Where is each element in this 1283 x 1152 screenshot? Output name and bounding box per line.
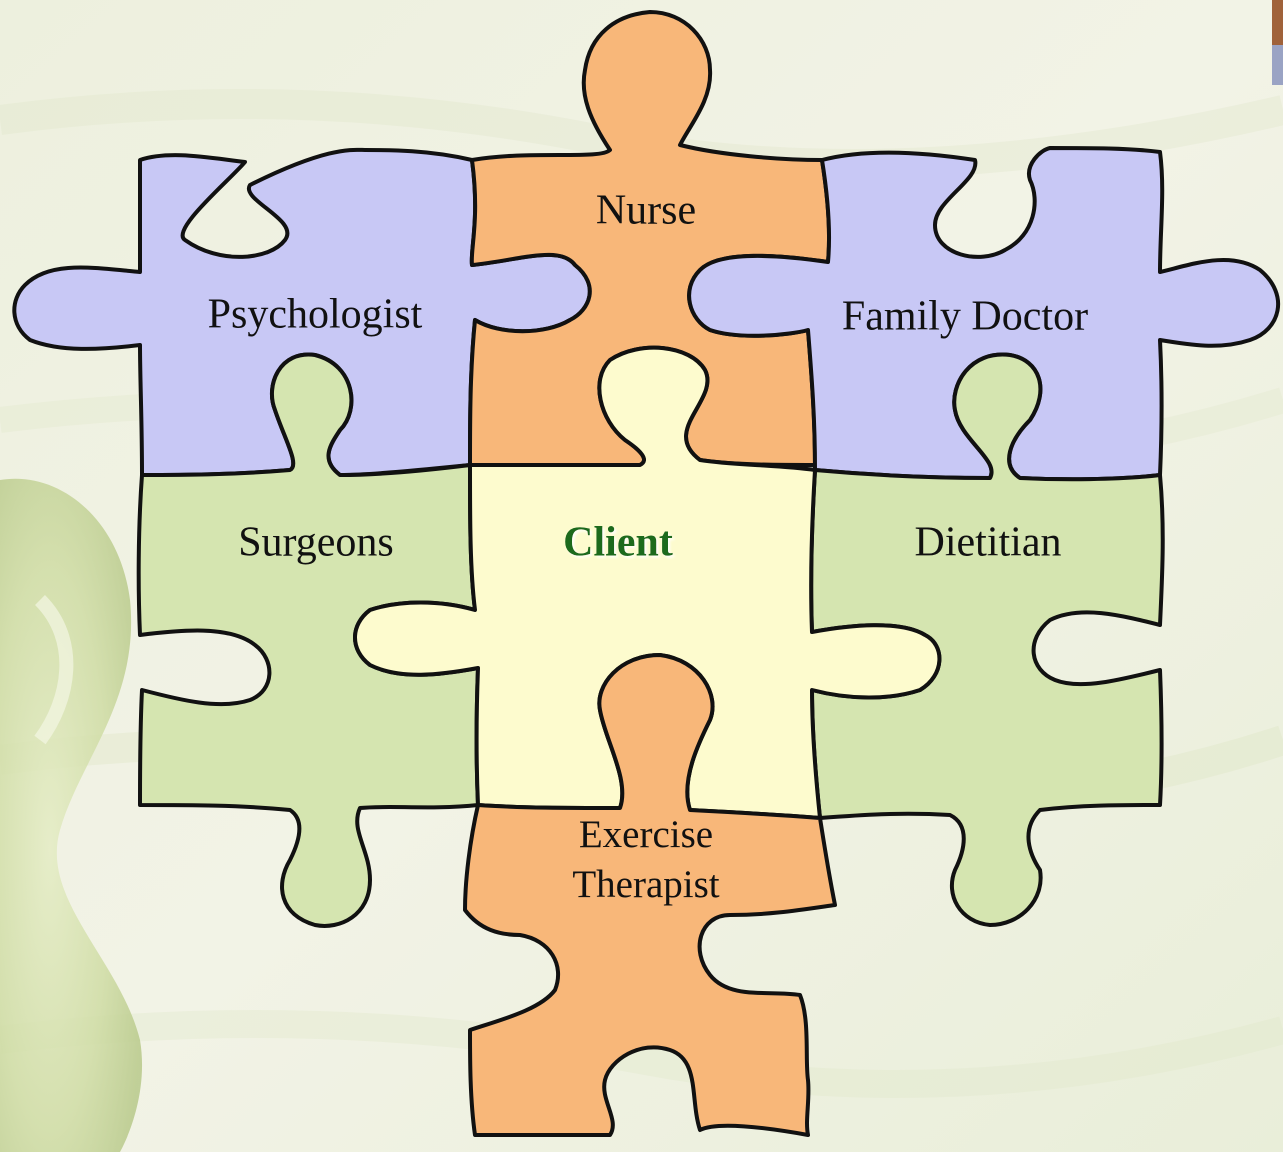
apple-highlight bbox=[34, 595, 74, 745]
label-exercise: Exercise bbox=[579, 813, 713, 856]
apple-core-decoration bbox=[0, 478, 142, 1152]
label-surgeons: Surgeons bbox=[238, 520, 394, 566]
label-psychologist: Psychologist bbox=[208, 292, 423, 338]
piece-exercise-therapist bbox=[463, 653, 837, 1137]
label-dietitian: Dietitian bbox=[915, 520, 1062, 566]
corner-image-fragment-top bbox=[1272, 0, 1283, 45]
label-therapist: Therapist bbox=[572, 863, 719, 906]
label-nurse: Nurse bbox=[596, 188, 696, 234]
label-family-doctor: Family Doctor bbox=[842, 294, 1088, 340]
label-client: Client bbox=[563, 520, 673, 566]
